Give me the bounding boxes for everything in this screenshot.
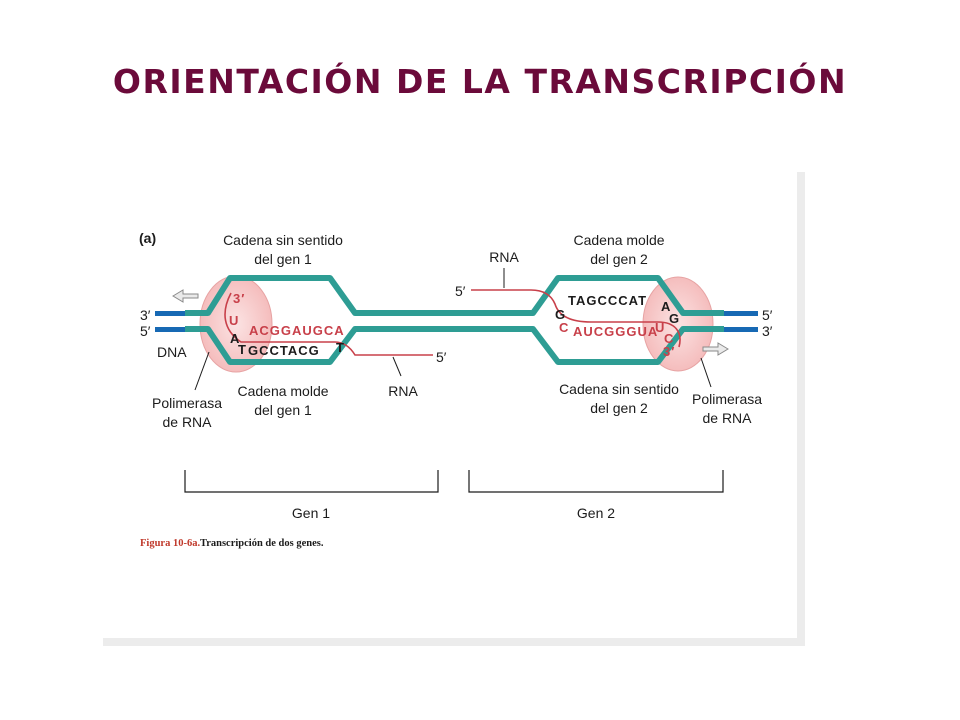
polymerase-left-leader-line — [194, 351, 210, 391]
figure-caption-number: Figura 10-6a. — [140, 538, 200, 549]
dna-strands — [185, 275, 724, 365]
gene1-template-a: A — [230, 331, 240, 346]
gene1-rna-sequence: ACGGAUGCA — [249, 323, 345, 338]
panel-letter: (a) — [139, 230, 156, 246]
rna-polymerase-right — [642, 276, 714, 372]
slide-title: ORIENTACIÓN DE LA TRANSCRIPCIÓN — [112, 62, 848, 101]
gene2-template-g1: G — [555, 307, 566, 322]
polymerase-right-label: Polimerasa — [692, 391, 762, 407]
bubble1-rna-end: 3′ — [233, 291, 245, 306]
rna-strand-gene-2 — [471, 289, 681, 348]
gene2-template-g2: G — [669, 311, 680, 326]
gene2-rna-c2: C — [664, 331, 674, 346]
gene2-template-strand-label-line2: del gen 2 — [590, 251, 648, 267]
gene1-template-strand-label-line2: del gen 1 — [254, 402, 312, 418]
gene1-bracket — [184, 470, 439, 493]
polymerase-right-label-line2: de RNA — [702, 410, 752, 426]
gene1-rna-u: U — [229, 313, 239, 328]
right-bottom-end-label: 3′ — [762, 323, 773, 339]
figure-panel: (a) ACGGAUGCA U GCCTACG A T T 3′ — [103, 172, 805, 646]
rna2-label: RNA — [489, 249, 519, 265]
rna1-label: RNA — [388, 383, 418, 399]
gene2-label: Gen 2 — [577, 505, 615, 521]
gene2-template-a: A — [661, 299, 671, 314]
polymerase-right-leader-line — [700, 357, 712, 388]
gene1-label: Gen 1 — [292, 505, 330, 521]
left-top-end-label: 3′ — [140, 307, 151, 323]
polymerase-left-label-line2: de RNA — [162, 414, 212, 430]
rna2-end-label: 5′ — [455, 283, 466, 299]
rna1-leader-line — [392, 356, 402, 377]
bubble2-rna-end: 3′ — [663, 344, 675, 359]
gene1-template-sequence: GCCTACG — [248, 343, 320, 358]
gene2-nonsense-strand-label: Cadena sin sentido — [559, 381, 679, 397]
gene1-template-t1: T — [238, 342, 247, 357]
rna-strands — [224, 289, 681, 356]
transcription-diagram: (a) ACGGAUGCA U GCCTACG A T T 3′ — [139, 230, 773, 549]
gene2-rna-c: C — [559, 320, 569, 335]
rna1-end-label: 5′ — [436, 349, 447, 365]
direction-arrow-right-icon — [702, 342, 729, 356]
left-bottom-end-label: 5′ — [140, 323, 151, 339]
gene2-rna-sequence: AUCGGGUA — [573, 324, 658, 339]
right-top-end-label: 5′ — [762, 307, 773, 323]
direction-arrow-left-icon — [172, 289, 199, 303]
dna-label: DNA — [157, 344, 187, 360]
gene1-nonsense-strand-label-line2: del gen 1 — [254, 251, 312, 267]
gene1-nonsense-strand-label: Cadena sin sentido — [223, 232, 343, 248]
gene2-nonsense-strand-label-line2: del gen 2 — [590, 400, 648, 416]
gene2-bracket — [468, 470, 724, 493]
polymerase-left-label: Polimerasa — [152, 395, 222, 411]
gene1-template-strand-label: Cadena molde — [237, 383, 328, 399]
figure-caption-text: Transcripción de dos genes. — [200, 538, 324, 549]
gene2-template-sequence: TAGCCCAT — [568, 293, 647, 308]
gene1-template-t2: T — [336, 340, 345, 355]
gene2-template-strand-label: Cadena molde — [573, 232, 664, 248]
rna-strand-gene-1 — [224, 292, 433, 356]
gene2-rna-u: U — [655, 320, 665, 335]
